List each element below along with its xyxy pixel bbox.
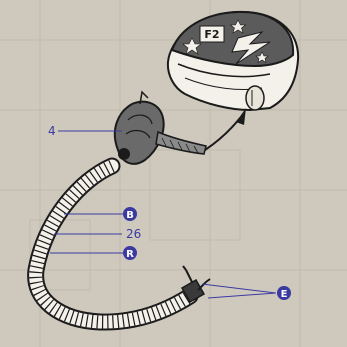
callout-26-label: 26 (126, 227, 141, 241)
visor-marking: F2 (204, 28, 219, 41)
callout-b-label: B (126, 210, 134, 221)
callout-e-label: E (281, 289, 288, 300)
mask-valve (118, 148, 130, 160)
callout-4-label: 4 (48, 124, 56, 138)
helmet-attachment-point (246, 86, 264, 110)
callout-r-label: R (126, 249, 134, 260)
